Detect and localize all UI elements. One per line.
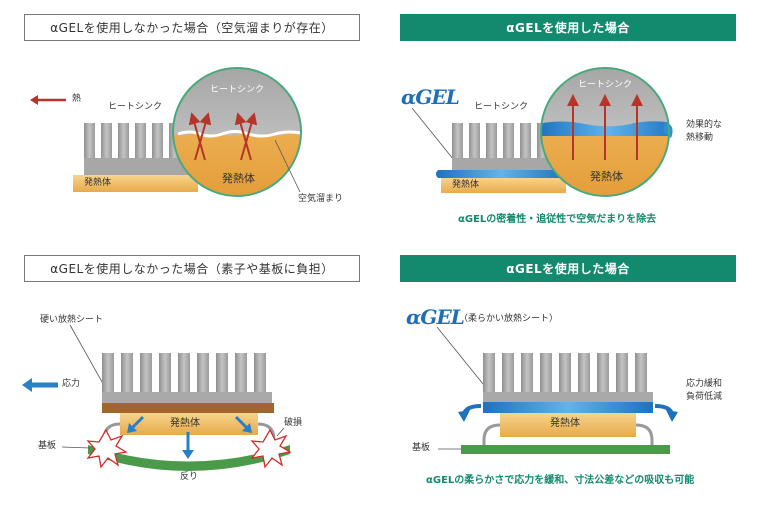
br-heat-source <box>500 413 636 437</box>
bl-damage-burst-right <box>250 428 292 469</box>
tl-air-leader <box>274 139 301 193</box>
bl-board-label: 基板 <box>38 441 57 451</box>
tl-heat-source-label: 発熱体 <box>84 178 112 188</box>
tr-effect-label-2: 熱移動 <box>686 133 714 143</box>
bl-warp-label: 反り <box>180 472 199 482</box>
br-heat-source-label: 発熱体 <box>550 418 580 429</box>
tl-zoom-heat-source-label: 発熱体 <box>222 172 255 185</box>
br-stress-relief-label-2: 負荷低減 <box>686 392 723 402</box>
br-heatsink <box>483 353 653 402</box>
bl-heat-source-label: 発熱体 <box>170 418 200 429</box>
br-relief-arrows <box>458 404 678 422</box>
tl-zoom-heatsink-label: ヒートシンク <box>210 85 265 95</box>
tl-heatsink-label: ヒートシンク <box>108 102 163 112</box>
tl-air-pocket-label: 空気溜まり <box>298 194 344 204</box>
tr-zoom-view <box>541 68 669 196</box>
bl-hard-sheet-label: 硬い放熱シート <box>40 315 104 325</box>
br-caption: αGELの柔らかさで応力を緩和、寸法公差などの吸収も可能 <box>426 475 695 486</box>
bl-board <box>88 445 290 471</box>
tr-gel-layer <box>436 170 566 178</box>
panel-tr-header: αGELを使用した場合 <box>400 14 736 41</box>
br-gel-sheet <box>483 402 653 413</box>
bl-heatsink <box>102 353 272 403</box>
br-alpha-gel-logo: αGEL <box>406 305 465 329</box>
bl-stress-arrows <box>127 415 252 459</box>
tr-heatsink-label: ヒートシンク <box>474 102 529 112</box>
br-stress-relief-label-1: 応力緩和 <box>686 379 723 389</box>
panel-br-header: αGELを使用した場合 <box>400 255 736 282</box>
bl-damage-label: 破損 <box>284 418 303 428</box>
bl-stress-label: 応力 <box>62 379 81 389</box>
panel-bl-header: αGELを使用しなかった場合（素子や基板に負担） <box>24 255 360 282</box>
tl-heat-source <box>73 175 198 192</box>
tl-zoom-view <box>173 68 301 196</box>
br-leads <box>482 423 654 446</box>
bl-board-leader <box>61 446 91 449</box>
bl-stress-arrow <box>22 378 58 392</box>
bl-damage-burst-left <box>86 428 128 469</box>
tr-gel-edge <box>663 122 673 138</box>
tr-heat-source-label: 発熱体 <box>452 180 480 190</box>
tr-caption: αGELの密着性・追従性で空気だまりを除去 <box>458 214 657 225</box>
br-soft-sheet-label: （柔らかい放熱シート） <box>459 314 559 324</box>
tr-zoom-ring <box>540 67 670 197</box>
bl-heat-source <box>120 413 258 435</box>
tr-heat-source <box>441 178 566 193</box>
tr-effect-label-1: 効果的な <box>686 120 723 130</box>
panel-tl-header: αGELを使用しなかった場合（空気溜まりが存在） <box>24 14 360 41</box>
br-board-label: 基板 <box>412 443 431 453</box>
bl-hard-sheet <box>102 403 274 413</box>
tr-alpha-gel-logo: αGEL <box>401 85 460 109</box>
tr-zoom-heatsink-label: ヒートシンク <box>578 80 633 90</box>
br-board <box>461 445 670 454</box>
tr-zoom-heat-source-label: 発熱体 <box>590 170 623 183</box>
tl-zoom-ring <box>172 67 302 197</box>
bl-damage-leader <box>276 427 285 437</box>
tl-heat-arrow <box>30 95 66 105</box>
tl-heat-label: 熱 <box>72 94 82 104</box>
